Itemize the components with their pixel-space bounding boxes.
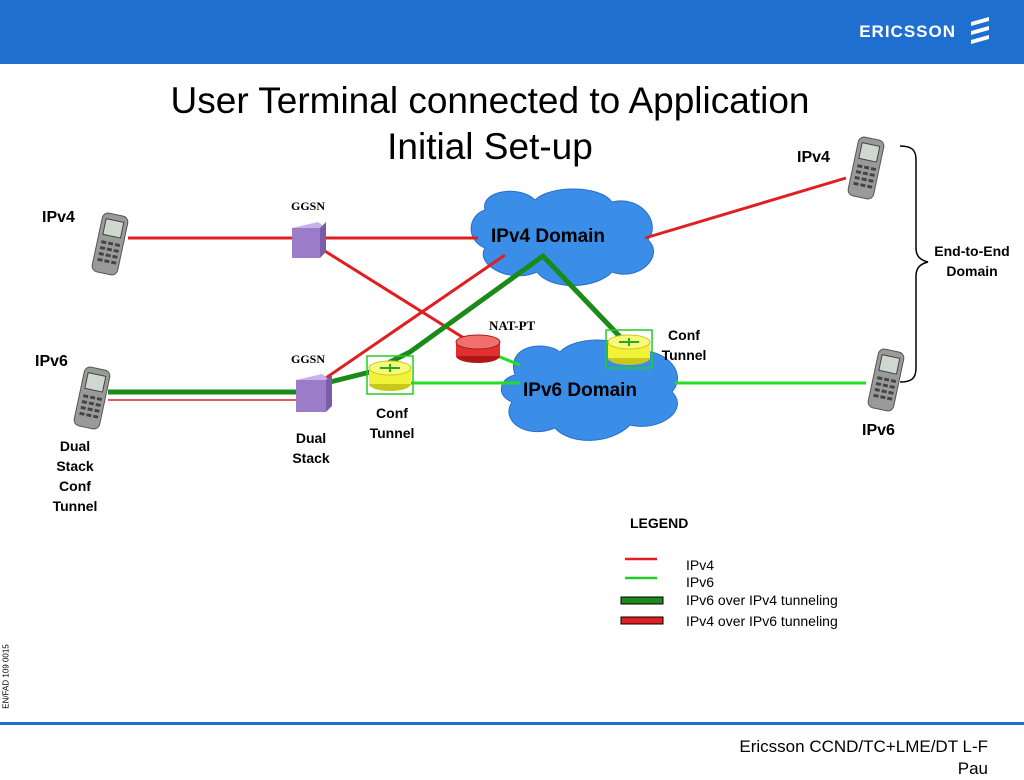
legend-swatches (620, 557, 664, 625)
page-title: User Terminal connected to Application I… (100, 78, 880, 170)
right-ipv6-label: IPv6 (862, 422, 895, 439)
end-to-end-brace (899, 145, 929, 383)
left-ipv4-phone-icon (90, 211, 130, 277)
ipv6-domain-label: IPv6 Domain (523, 380, 638, 401)
ipv4-domain-label: IPv4 Domain (491, 226, 606, 247)
left-ipv6-label: IPv6 (35, 353, 68, 370)
conf-tunnel-right-label: Conf Tunnel (661, 327, 707, 363)
nat-pt-router (455, 334, 501, 363)
footer-text: Ericsson CCND/TC+LME/DT L-F Pau (739, 737, 988, 778)
brand-name: ERICSSON (859, 22, 956, 41)
right-ipv4-label: IPv4 (797, 149, 830, 166)
right-ipv6-phone-icon (866, 347, 906, 413)
title-line-2: Initial Set-up (387, 126, 593, 167)
conf-tunnel-right-router (605, 329, 653, 369)
ipv6-domain-cloud (501, 339, 678, 441)
left-ipv6-phone-icon (72, 365, 112, 431)
conf-tunnel-left-router (366, 355, 414, 395)
legend-item-ipv6: IPv6 (686, 574, 715, 590)
document-code: EN/FAD 109 0015 (1, 644, 11, 709)
right-ipv4-phone-icon (846, 135, 886, 201)
legend-title: LEGEND (630, 515, 689, 531)
ggsn-top-label: GGSN (291, 199, 326, 213)
legend-item-ipv6-over-ipv4: IPv6 over IPv4 tunneling (686, 592, 838, 608)
conf-tunnel-left-label: Conf Tunnel (369, 405, 415, 441)
ipv4-domain-cloud (470, 188, 654, 286)
ggsn-bottom-node (296, 374, 332, 412)
header-bar (0, 0, 1024, 64)
end-to-end-label: End-to-End Domain (934, 243, 1010, 279)
left-ipv6-caption: Dual Stack Conf Tunnel (52, 438, 98, 514)
title-line-1: User Terminal connected to Application (170, 80, 810, 121)
left-ipv4-label: IPv4 (42, 209, 75, 226)
nat-pt-label: NAT-PT (489, 318, 536, 333)
ericsson-logo-icon (971, 17, 989, 44)
footer-divider (0, 722, 1024, 725)
ggsn-top-node (292, 222, 326, 258)
legend-item-ipv4-over-ipv6: IPv4 over IPv6 tunneling (686, 613, 838, 629)
ggsn-bottom-caption: Dual Stack (292, 430, 330, 466)
ggsn-bottom-label: GGSN (291, 352, 326, 366)
ipv6-over-ipv4-tunnels (108, 252, 627, 395)
legend-item-ipv4: IPv4 (686, 557, 715, 573)
